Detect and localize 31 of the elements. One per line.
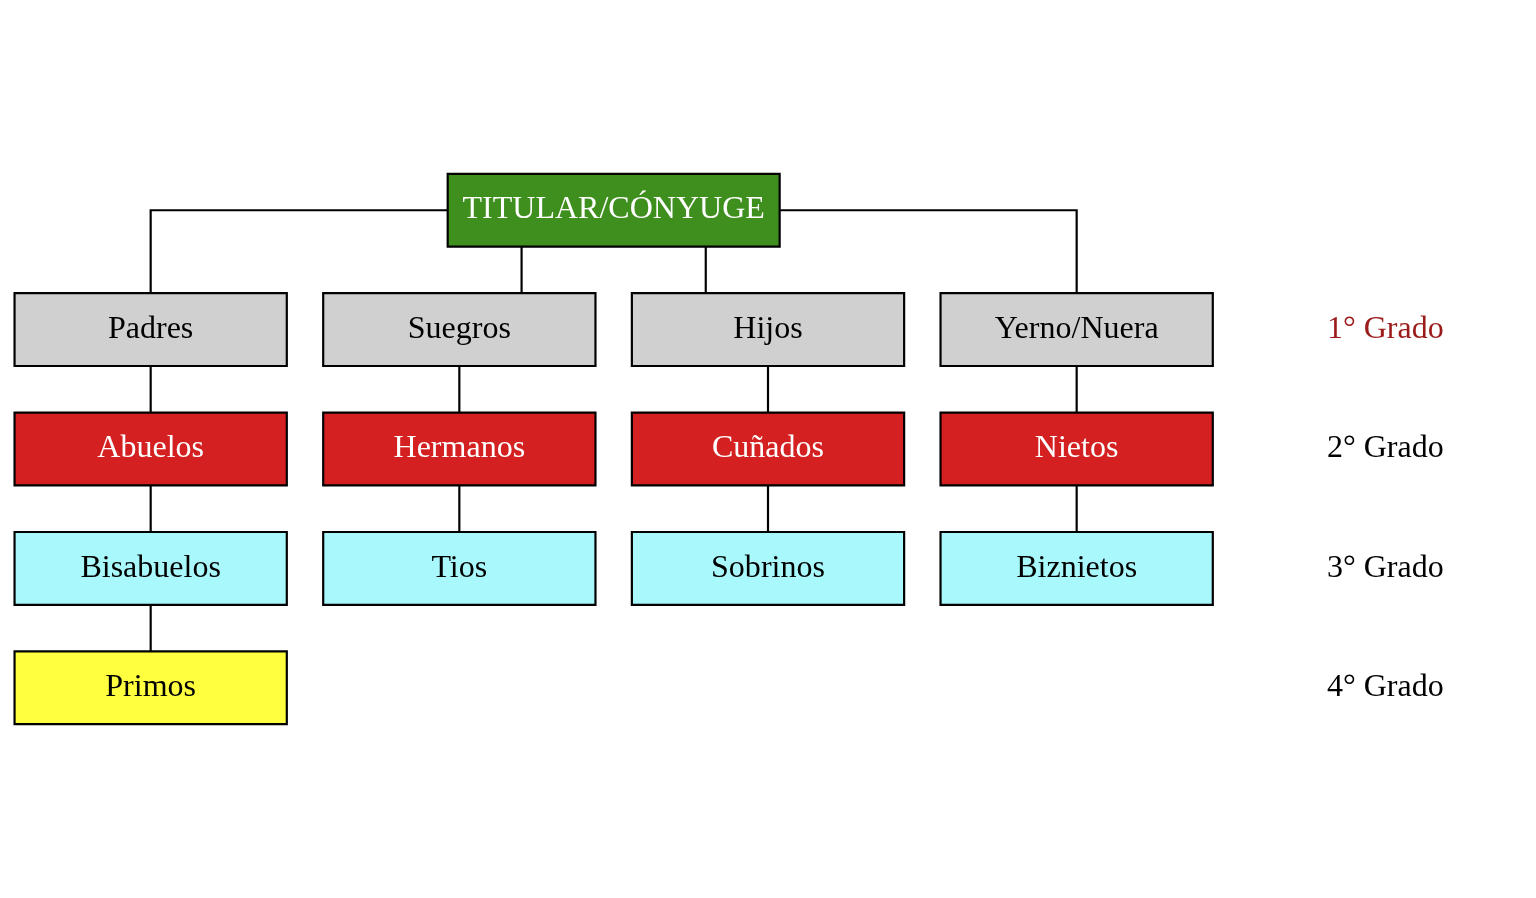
connector: [149, 485, 152, 532]
connector: [1075, 485, 1078, 532]
node-box: Abuelos: [13, 411, 288, 487]
node-box: Cuñados: [630, 411, 906, 487]
node-box: Sobrinos: [630, 530, 906, 606]
connector: [766, 366, 770, 413]
node-box: Primos: [13, 650, 288, 726]
node-box: TITULAR/CÓNYUGE: [446, 172, 781, 248]
node-box: Nietos: [939, 411, 1214, 487]
node-box: Padres: [13, 292, 288, 368]
connector: [520, 246, 523, 293]
connector: [780, 209, 1078, 294]
label: 2° Grado: [1326, 428, 1444, 465]
label: 4° Grado: [1326, 666, 1444, 703]
connector: [1075, 366, 1078, 413]
node-box: Yerno/Nuera: [939, 292, 1214, 368]
connector: [149, 209, 448, 294]
label: 1° Grado: [1326, 308, 1444, 345]
connector: [149, 604, 152, 652]
node-box: Hermanos: [322, 411, 597, 487]
node-box: Hijos: [630, 292, 906, 368]
node-box: Suegros: [322, 292, 597, 368]
connector: [458, 366, 461, 413]
connector: [458, 485, 461, 532]
node-box: Biznietos: [939, 530, 1214, 606]
label: 3° Grado: [1326, 547, 1444, 584]
node-box: Bisabuelos: [13, 530, 288, 606]
connector: [766, 485, 770, 532]
connector: [704, 246, 707, 293]
node-box: Tios: [322, 530, 597, 606]
connector: [149, 366, 152, 413]
